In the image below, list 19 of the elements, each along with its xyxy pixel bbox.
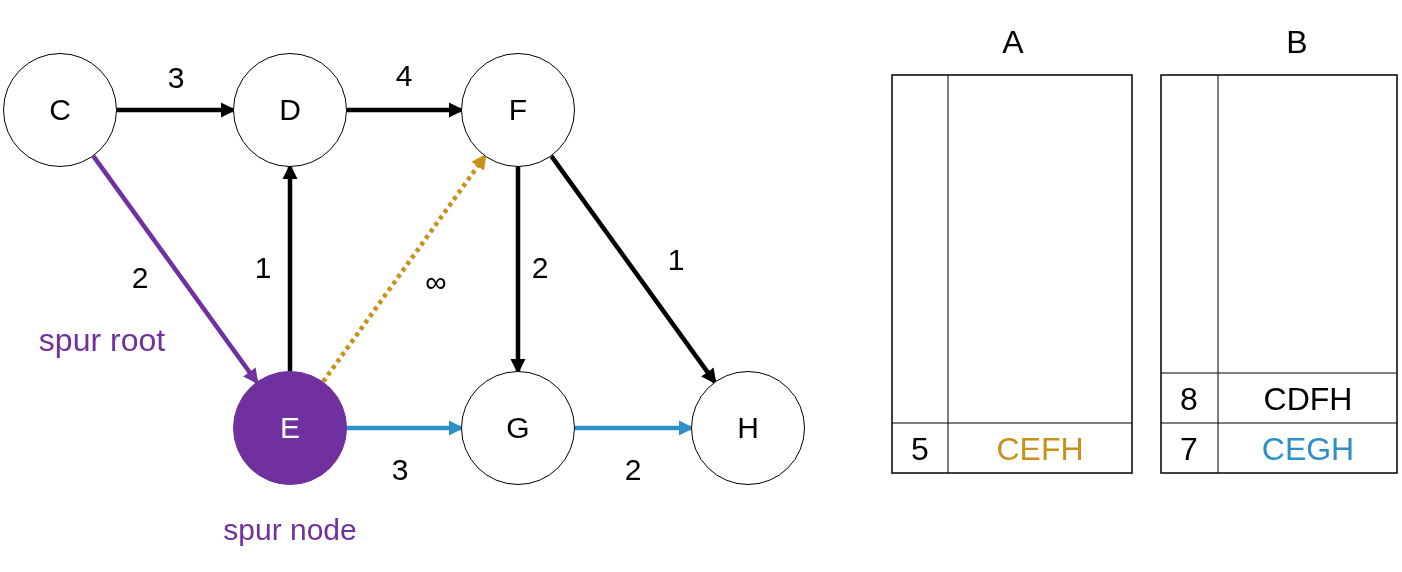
node-label: E xyxy=(280,411,300,445)
path-nodes: CDFH xyxy=(1263,383,1353,415)
path-nodes: CEFH xyxy=(996,433,1084,465)
node-label: H xyxy=(737,411,759,445)
path-cost: 8 xyxy=(1180,383,1198,415)
node-label: F xyxy=(508,93,528,127)
path-cost: 5 xyxy=(911,433,929,465)
annotation-text: spur root xyxy=(38,324,166,356)
arrow xyxy=(549,154,717,385)
arrow xyxy=(321,153,487,383)
table-title: A xyxy=(1002,26,1024,58)
node-label: D xyxy=(279,93,301,127)
node-caption: spur node xyxy=(223,515,357,545)
node-label: G xyxy=(506,411,530,445)
node-label: C xyxy=(49,93,71,127)
table-title: B xyxy=(1286,26,1308,58)
path-nodes: CEGH xyxy=(1261,433,1355,465)
arrow xyxy=(91,154,259,385)
path-cost: 7 xyxy=(1180,433,1198,465)
